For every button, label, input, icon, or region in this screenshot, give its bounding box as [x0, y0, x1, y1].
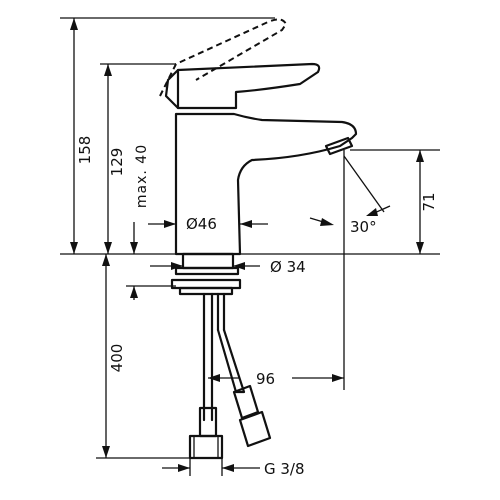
dim-label-thread: G 3/8 — [264, 460, 305, 478]
dimension-thread: G 3/8 — [162, 458, 305, 478]
dimension-158: 158 — [60, 17, 275, 254]
dim-label-max40: max. 40 — [134, 144, 150, 208]
dimension-d34: Ø 34 — [150, 258, 306, 276]
dimension-angle: 30° — [309, 150, 391, 390]
dimension-400: 400 — [96, 254, 190, 459]
dim-label-71: 71 — [420, 192, 438, 211]
mounting-hardware — [170, 252, 242, 296]
dim-label-d34: Ø 34 — [270, 258, 306, 276]
faucet-body — [159, 18, 358, 256]
dimension-max40: max. 40 — [126, 144, 176, 300]
dim-label-angle: 30° — [350, 218, 377, 236]
dim-label-158: 158 — [76, 136, 94, 165]
dimension-d46: Ø46 — [148, 215, 268, 233]
dimension-129: 129 — [100, 63, 176, 254]
dimension-96: 96 — [208, 370, 344, 388]
dim-label-400: 400 — [108, 344, 126, 373]
dim-label-96: 96 — [256, 370, 275, 388]
dim-label-129: 129 — [108, 148, 126, 177]
supply-hoses — [188, 292, 272, 460]
dim-label-d46: Ø46 — [186, 215, 217, 233]
dimension-71: 71 — [350, 149, 440, 254]
